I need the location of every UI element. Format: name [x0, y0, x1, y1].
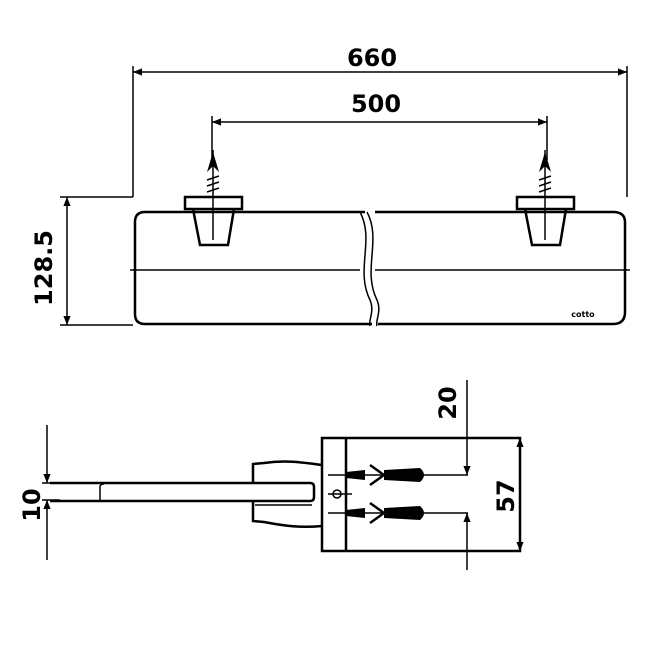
dimension-500: 500 — [211, 90, 548, 160]
dimension-128-5: 128.5 — [30, 196, 133, 326]
towel-bar-front: cotto — [130, 210, 630, 327]
dimension-label-20: 20 — [434, 386, 462, 419]
dimension-label-500: 500 — [351, 90, 401, 118]
screw-anchor-top — [346, 463, 424, 487]
dimension-660: 660 — [132, 44, 628, 197]
dimension-label-57: 57 — [492, 479, 520, 512]
bracket-right — [515, 150, 576, 247]
towel-bar-side — [50, 460, 323, 529]
dimension-10: 10 — [18, 425, 60, 560]
dimension-57: 57 — [492, 438, 524, 551]
dimension-20: 20 — [434, 380, 471, 570]
dimension-label-10: 10 — [18, 488, 46, 521]
screw-anchor-bottom — [346, 501, 424, 525]
side-view: 10 — [18, 380, 524, 570]
bracket-left — [183, 150, 244, 247]
top-view: 660 500 128.5 cotto — [30, 44, 630, 327]
dimension-label-128-5: 128.5 — [30, 230, 58, 306]
brand-logo: cotto — [571, 310, 595, 319]
dimension-label-660: 660 — [347, 44, 397, 72]
wall-mount-block — [320, 436, 522, 553]
